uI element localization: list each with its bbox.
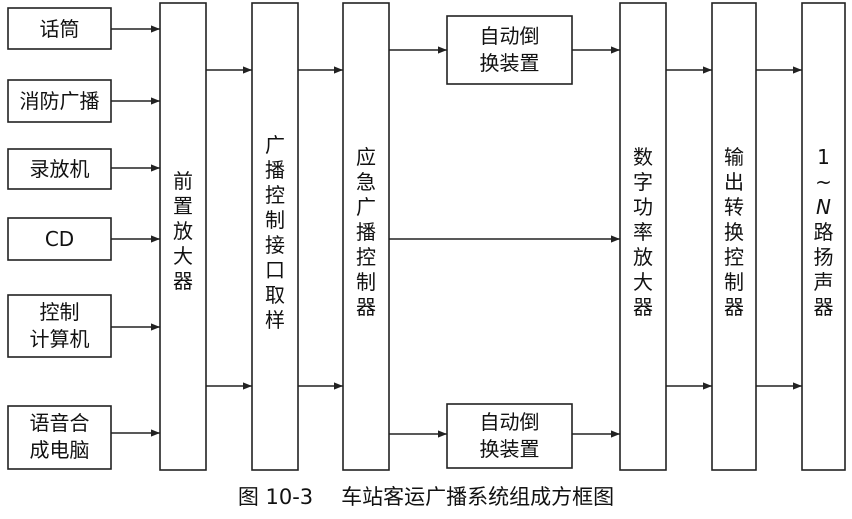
emergency-char-3: 广 — [356, 195, 376, 219]
input-control-computer: 控制 计算机 — [7, 294, 112, 358]
speakers-char-1: 1 — [817, 145, 830, 169]
speakers-char-5: 扬 — [814, 245, 834, 269]
figure-caption: 图 10-3 车站客运广播系统组成方框图 — [0, 481, 852, 511]
auto-switch-bottom: 自动倒 换装置 — [446, 403, 573, 469]
interface-char-8: 样 — [265, 308, 285, 332]
auto-switch-top-label-1: 自动倒 — [480, 24, 540, 48]
emergency-char-6: 制 — [356, 270, 376, 294]
output-char-6: 制 — [724, 270, 744, 294]
interface-block: 广 播 控 制 接 口 取 样 — [251, 2, 299, 471]
amplifier-char-5: 放 — [633, 245, 653, 269]
speakers-char-4: 路 — [814, 220, 834, 244]
input-voice-synth: 语音合 成电脑 — [7, 405, 112, 470]
interface-char-3: 控 — [265, 183, 285, 207]
input-cd-label: CD — [45, 227, 74, 251]
speakers-char-6: 声 — [814, 270, 834, 294]
input-control-computer-label-1: 控制 — [40, 300, 80, 324]
connectors — [111, 25, 802, 438]
figure-number: 图 10-3 — [237, 485, 314, 509]
input-voice-synth-label-1: 语音合 — [30, 411, 90, 435]
input-fire-broadcast: 消防广播 — [7, 79, 112, 123]
output-char-2: 出 — [724, 170, 744, 194]
interface-char-2: 播 — [265, 158, 285, 182]
input-mic-label: 话筒 — [40, 17, 80, 41]
speakers-block: 1 ~ N 路 扬 声 器 — [801, 2, 846, 471]
emergency-char-7: 器 — [356, 295, 376, 319]
input-control-computer-label-2: 计算机 — [30, 327, 90, 351]
preamp-char-2: 置 — [173, 194, 193, 218]
speakers-char-7: 器 — [814, 295, 834, 319]
preamp-block: 前 置 放 大 器 — [159, 2, 207, 471]
emergency-char-5: 控 — [356, 245, 376, 269]
amplifier-char-4: 率 — [633, 220, 653, 244]
output-char-5: 控 — [724, 245, 744, 269]
speakers-char-3: N — [816, 195, 831, 219]
digital-amplifier-block: 数 字 功 率 放 大 器 — [619, 2, 667, 471]
output-char-3: 转 — [724, 195, 744, 219]
figure-title: 车站客运广播系统组成方框图 — [341, 485, 615, 509]
emergency-controller-block: 应 急 广 播 控 制 器 — [342, 2, 390, 471]
auto-switch-bottom-label-2: 换装置 — [480, 437, 540, 461]
amplifier-char-6: 大 — [633, 270, 653, 294]
input-recorder-label: 录放机 — [30, 157, 90, 181]
preamp-char-1: 前 — [173, 169, 193, 193]
preamp-char-3: 放 — [173, 219, 193, 243]
preamp-char-5: 器 — [173, 269, 193, 293]
amplifier-char-1: 数 — [633, 145, 653, 169]
output-switch-controller-block: 输 出 转 换 控 制 器 — [711, 2, 757, 471]
auto-switch-top: 自动倒 换装置 — [446, 15, 573, 85]
input-voice-synth-label-2: 成电脑 — [30, 438, 90, 462]
amplifier-char-7: 器 — [633, 295, 653, 319]
preamp-char-4: 大 — [173, 244, 193, 268]
input-mic: 话筒 — [7, 7, 112, 50]
output-char-4: 换 — [724, 220, 744, 244]
emergency-char-1: 应 — [356, 145, 376, 169]
interface-char-4: 制 — [265, 208, 285, 232]
auto-switch-top-label-2: 换装置 — [480, 51, 540, 75]
interface-char-5: 接 — [265, 233, 285, 257]
interface-char-6: 口 — [265, 258, 285, 282]
interface-char-7: 取 — [265, 283, 285, 307]
input-recorder: 录放机 — [7, 148, 112, 190]
amplifier-char-2: 字 — [633, 170, 653, 194]
input-fire-broadcast-label: 消防广播 — [20, 89, 100, 113]
emergency-char-2: 急 — [356, 170, 376, 194]
auto-switch-bottom-label-1: 自动倒 — [480, 410, 540, 434]
speakers-char-2: ~ — [815, 170, 832, 194]
amplifier-char-3: 功 — [633, 195, 653, 219]
block-diagram: 话筒 消防广播 录放机 CD 控制 计算机 语音合 成电脑 前 置 放 大 器 … — [7, 2, 846, 471]
input-cd: CD — [7, 217, 112, 261]
emergency-char-4: 播 — [356, 220, 376, 244]
interface-char-1: 广 — [265, 133, 285, 157]
output-char-7: 器 — [724, 295, 744, 319]
output-char-1: 输 — [724, 145, 744, 169]
